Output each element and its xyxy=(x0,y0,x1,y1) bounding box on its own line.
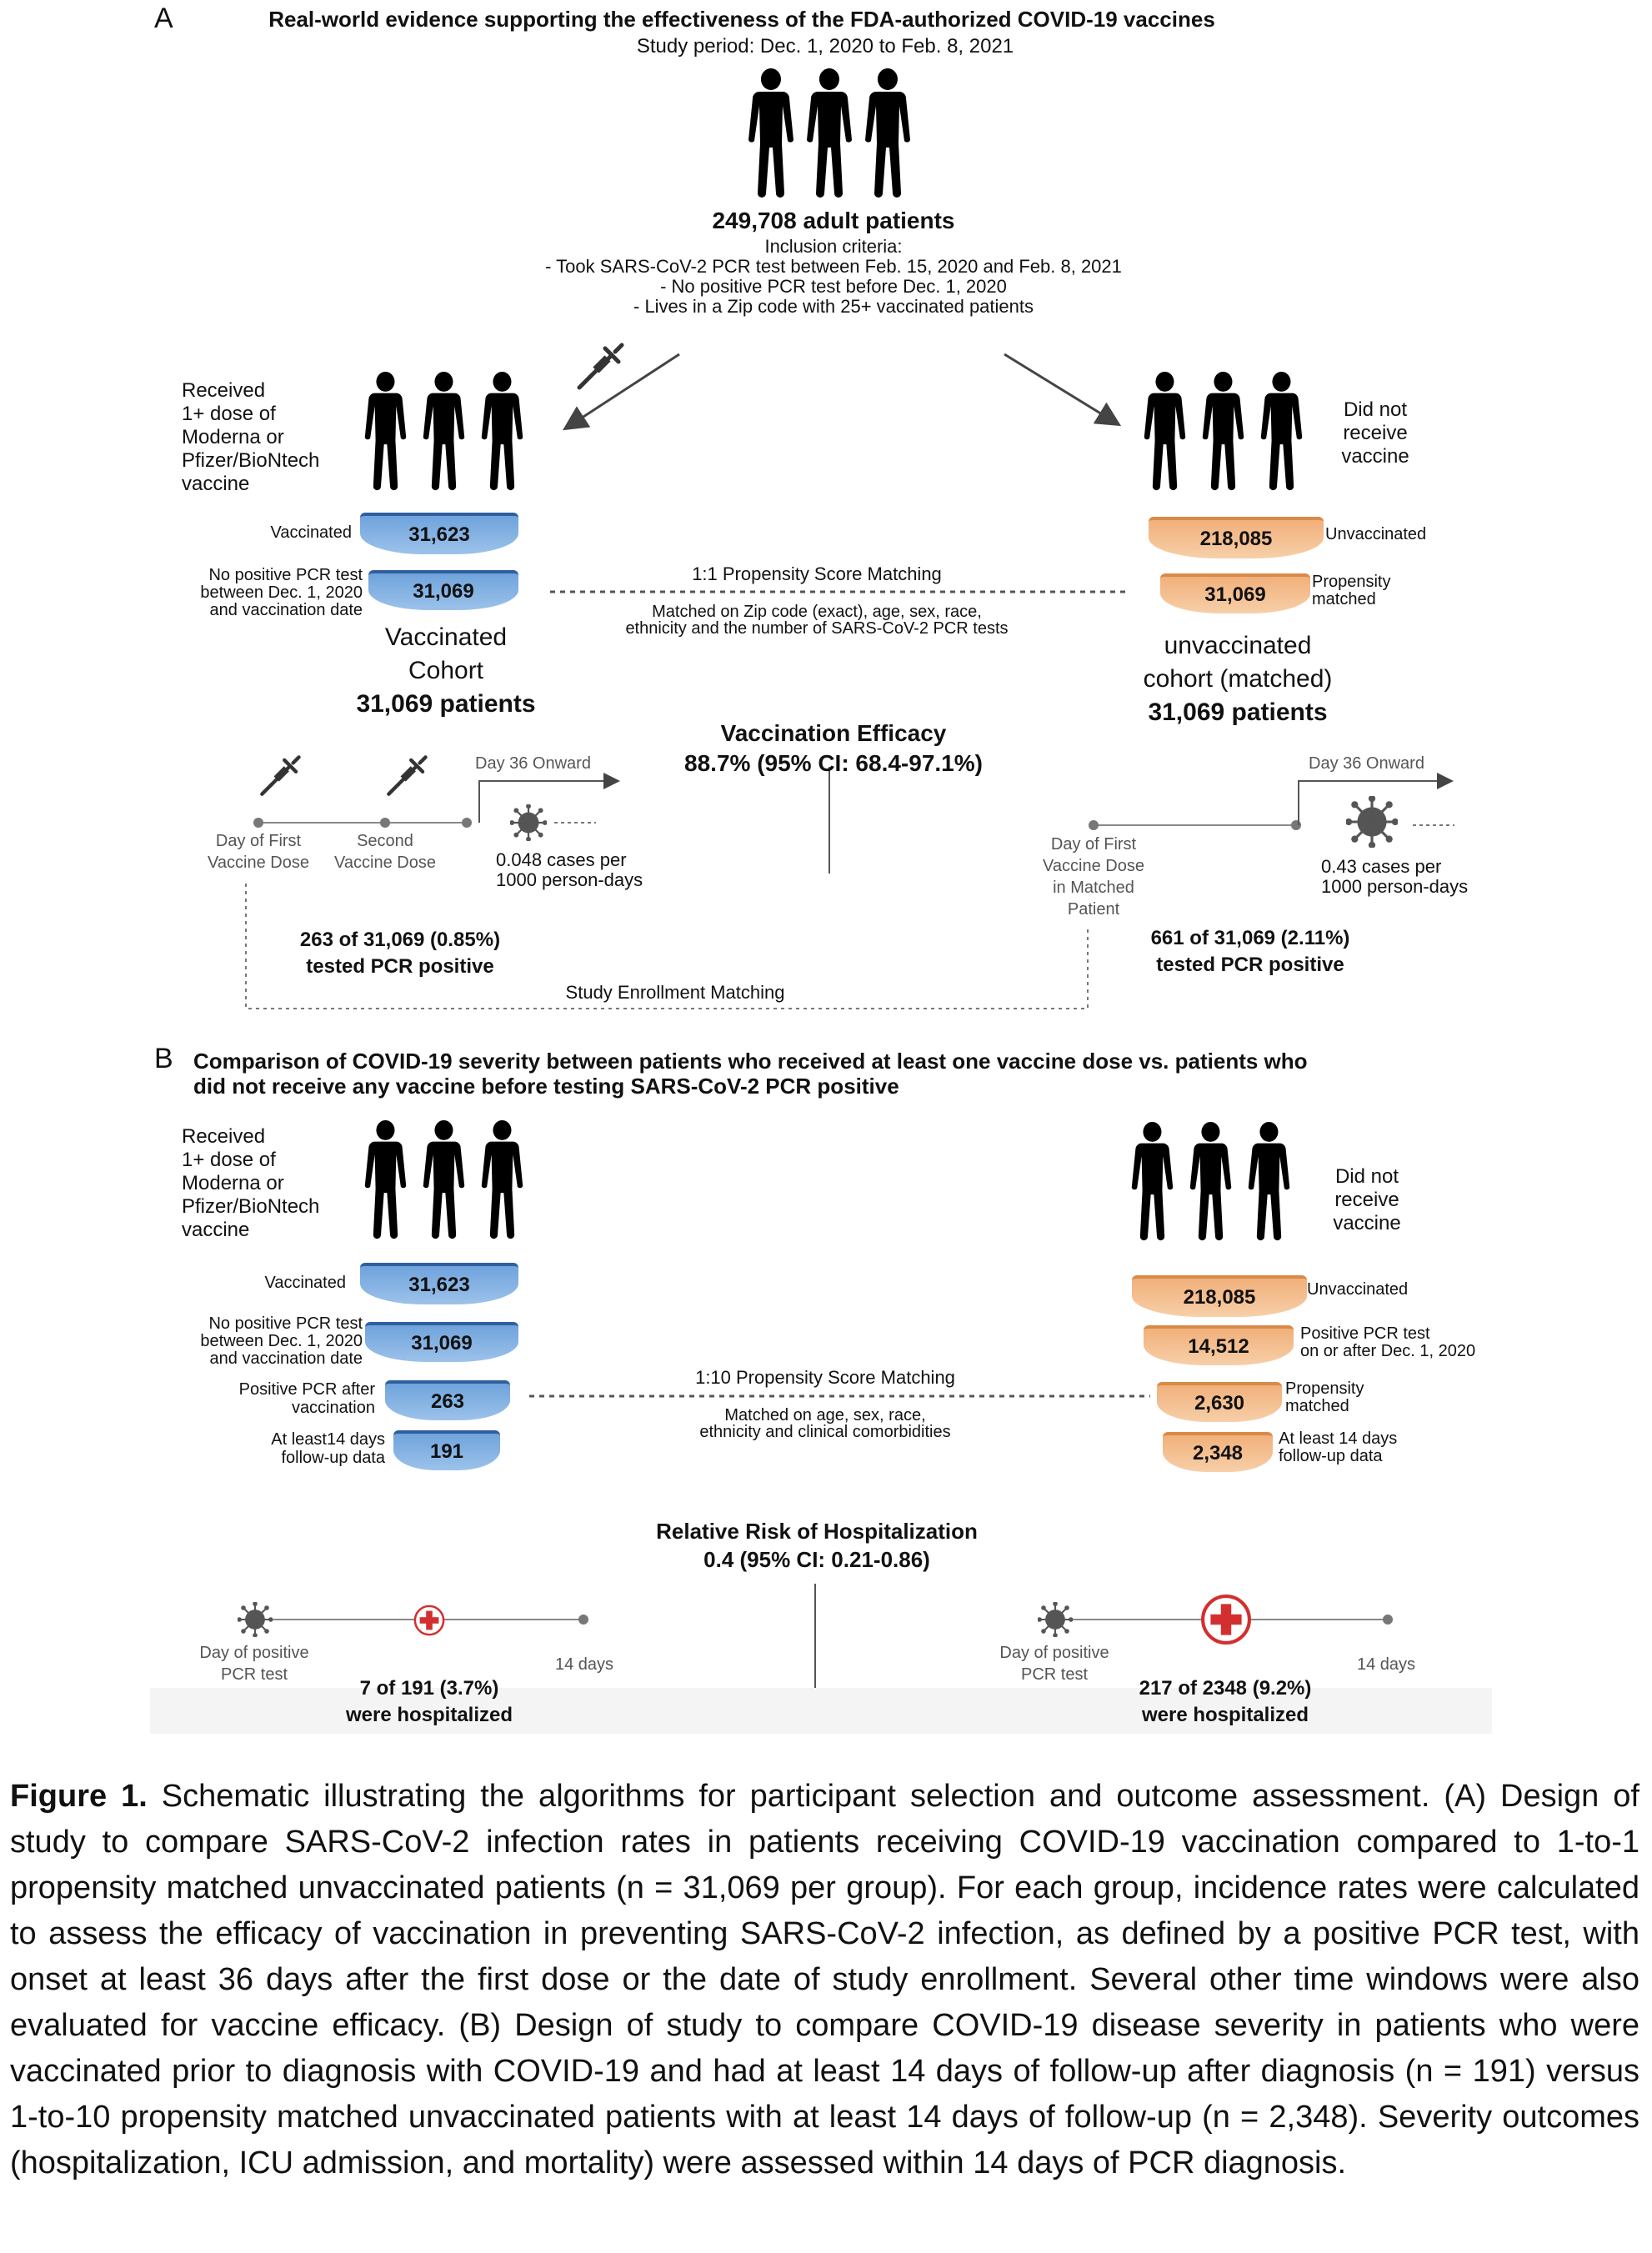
b-right-row-count: 14,512 xyxy=(1144,1325,1294,1365)
hospital-cross-icon xyxy=(413,1605,445,1636)
panel-a-title: Real-world evidence supporting the effec… xyxy=(268,7,1215,32)
days-left: 14 days xyxy=(555,1655,614,1674)
b-right-row-count: 2,348 xyxy=(1163,1432,1273,1472)
panel-b-connectors xyxy=(150,1394,1492,1734)
panel-a-letter: A xyxy=(154,3,173,34)
matching-title-b: 1:10 Propensity Score Matching xyxy=(695,1367,955,1388)
no-positive-count-disc: 31,069 xyxy=(368,570,518,610)
b-left-row-count: 31,623 xyxy=(360,1263,518,1304)
syringe-icon xyxy=(258,754,302,798)
syringe-icon xyxy=(575,342,625,392)
orange-people-icon xyxy=(1131,1122,1290,1241)
b-left-row-count: 263 xyxy=(385,1380,510,1420)
panel-b-title: Comparison of COVID-19 severity between … xyxy=(193,1049,1308,1099)
patients-total: 249,708 adult patients xyxy=(712,208,955,233)
matching-detail: Matched on Zip code (exact), age, sex, r… xyxy=(625,603,1009,638)
hospitalized-left: 7 of 191 (3.7%)were hospitalized xyxy=(345,1677,513,1726)
vaccinated-label: Vaccinated xyxy=(270,523,352,542)
hospitalized-right: 217 of 2348 (9.2%)were hospitalized xyxy=(1139,1677,1312,1726)
figure-caption: Figure 1. Schematic illustrating the alg… xyxy=(10,1774,1639,2186)
b-right-row-count: 2,630 xyxy=(1157,1382,1282,1422)
propensity-count-disc: 31,069 xyxy=(1160,573,1310,613)
matching-detail-b: Matched on age, sex, race,ethnicity and … xyxy=(699,1406,951,1441)
hospital-cross-icon xyxy=(1200,1594,1252,1645)
enrollment-matching: Study Enrollment Matching xyxy=(565,982,785,1003)
day36-right: Day 36 Onward xyxy=(1309,754,1424,773)
b-left-row-label: Vaccinated xyxy=(264,1274,346,1292)
virus-icon xyxy=(1038,1602,1073,1637)
blue-people-icon xyxy=(364,372,523,491)
day36-left: Day 36 Onward xyxy=(475,754,591,773)
unvaccinated-count-disc: 218,085 xyxy=(1149,517,1324,558)
virus-icon xyxy=(510,804,547,841)
blue-people-icon xyxy=(364,1120,523,1239)
inclusion-criteria: Inclusion criteria: - Took SARS-CoV-2 PC… xyxy=(545,236,1122,317)
b-right-row-count: 218,085 xyxy=(1132,1275,1307,1317)
panel-a-connectors xyxy=(245,353,1454,1009)
panel-b-letter: B xyxy=(154,1043,173,1074)
b-left-row-count: 191 xyxy=(393,1430,500,1470)
caption-text: Schematic illustrating the algorithms fo… xyxy=(10,1779,1639,2180)
b-right-row-label: Unvaccinated xyxy=(1307,1280,1409,1299)
result-left: 263 of 31,069 (0.85%)tested PCR positive xyxy=(299,929,501,978)
matching-title: 1:1 Propensity Score Matching xyxy=(692,563,942,584)
unvaccinated-label: Unvaccinated xyxy=(1325,525,1427,543)
virus-icon xyxy=(238,1602,273,1637)
vaccinated-count-disc: 31,623 xyxy=(360,513,518,554)
result-right: 661 of 31,069 (2.11%)tested PCR positive xyxy=(1150,927,1350,976)
caption-label: Figure 1. xyxy=(10,1779,148,1814)
days-right: 14 days xyxy=(1357,1655,1416,1674)
b-left-row-count: 31,069 xyxy=(365,1322,518,1362)
orange-people-icon xyxy=(1144,372,1303,491)
study-period: Study period: Dec. 1, 2020 to Feb. 8, 20… xyxy=(636,35,1014,58)
virus-icon xyxy=(1346,796,1398,848)
syringe-icon xyxy=(385,754,428,798)
